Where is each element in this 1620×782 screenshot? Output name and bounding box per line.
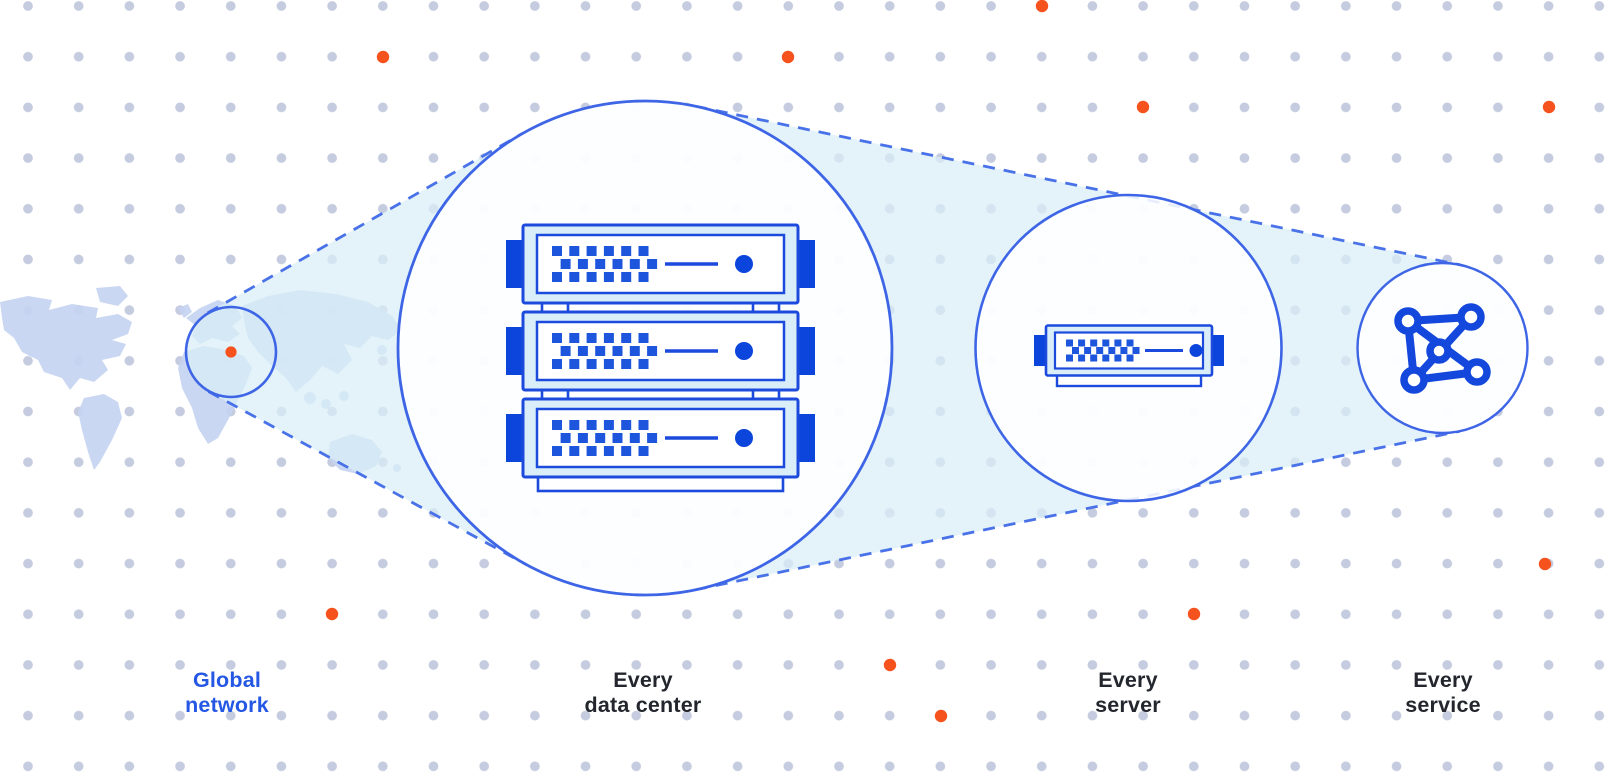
server-power-led (735, 342, 753, 360)
label-every-service: Every service (1333, 668, 1553, 718)
mesh-node-top-left (1394, 307, 1422, 335)
orange-dot (781, 50, 795, 64)
orange-dot (934, 709, 948, 723)
orange-dot (1035, 0, 1049, 13)
dashed-line-datacenter-to-service-top (694, 104, 1461, 267)
mesh-node-bottom-left (1400, 366, 1428, 394)
label-line: Global (192, 668, 262, 692)
map-highlight-circle (184, 305, 278, 399)
continent-south-america (78, 394, 122, 470)
server-power-led (735, 255, 753, 273)
orange-dot (376, 50, 390, 64)
dashed-line-map-to-datacenter-bottom (207, 390, 528, 567)
orange-dot (1538, 557, 1552, 571)
orange-dot (1542, 100, 1556, 114)
label-line: network (185, 693, 269, 717)
server-circle-group (974, 193, 1283, 503)
mesh-node-center (1426, 338, 1452, 364)
data-center-circle-group (396, 99, 894, 597)
single-server (1034, 324, 1224, 388)
network-mesh-icon (1394, 303, 1491, 394)
service-circle-group (1356, 261, 1529, 435)
label-every-server: Every server (1018, 668, 1238, 718)
server-rack (506, 223, 815, 493)
dashed-line-map-to-datacenter-top (207, 132, 524, 315)
island-uk (178, 304, 192, 318)
label-line: Every (1413, 668, 1473, 692)
server-vent-matrix (552, 420, 658, 456)
server-power-led (735, 429, 753, 447)
magnifier-dashed-lines (207, 104, 1461, 592)
island-greenland (96, 286, 128, 306)
label-line: server (1095, 693, 1161, 717)
server-vent-matrix (1066, 339, 1140, 362)
mesh-node-top-right (1457, 303, 1485, 331)
label-line: Every (1098, 668, 1158, 692)
label-line: Every (613, 668, 673, 692)
orange-dot (1136, 100, 1150, 114)
server-power-led (1189, 344, 1203, 357)
orange-dot (1187, 607, 1201, 621)
label-every-data-center: Every data center (533, 668, 753, 718)
label-line: data center (584, 693, 702, 717)
continent-north-america (0, 296, 132, 390)
map-location-marker (225, 346, 237, 358)
orange-accent-dots (325, 0, 1556, 723)
orange-dot (325, 607, 339, 621)
label-global-network: Global network (117, 668, 337, 718)
server-unit-2 (506, 310, 815, 392)
server-unit-1 (506, 223, 815, 305)
server-unit-3 (506, 397, 815, 479)
orange-dot (883, 658, 897, 672)
server-vent-matrix (552, 333, 658, 369)
label-line: service (1405, 693, 1481, 717)
server-vent-matrix (552, 246, 658, 282)
dashed-line-datacenter-to-service-bottom (694, 429, 1461, 592)
mesh-node-bottom-right (1463, 358, 1491, 386)
